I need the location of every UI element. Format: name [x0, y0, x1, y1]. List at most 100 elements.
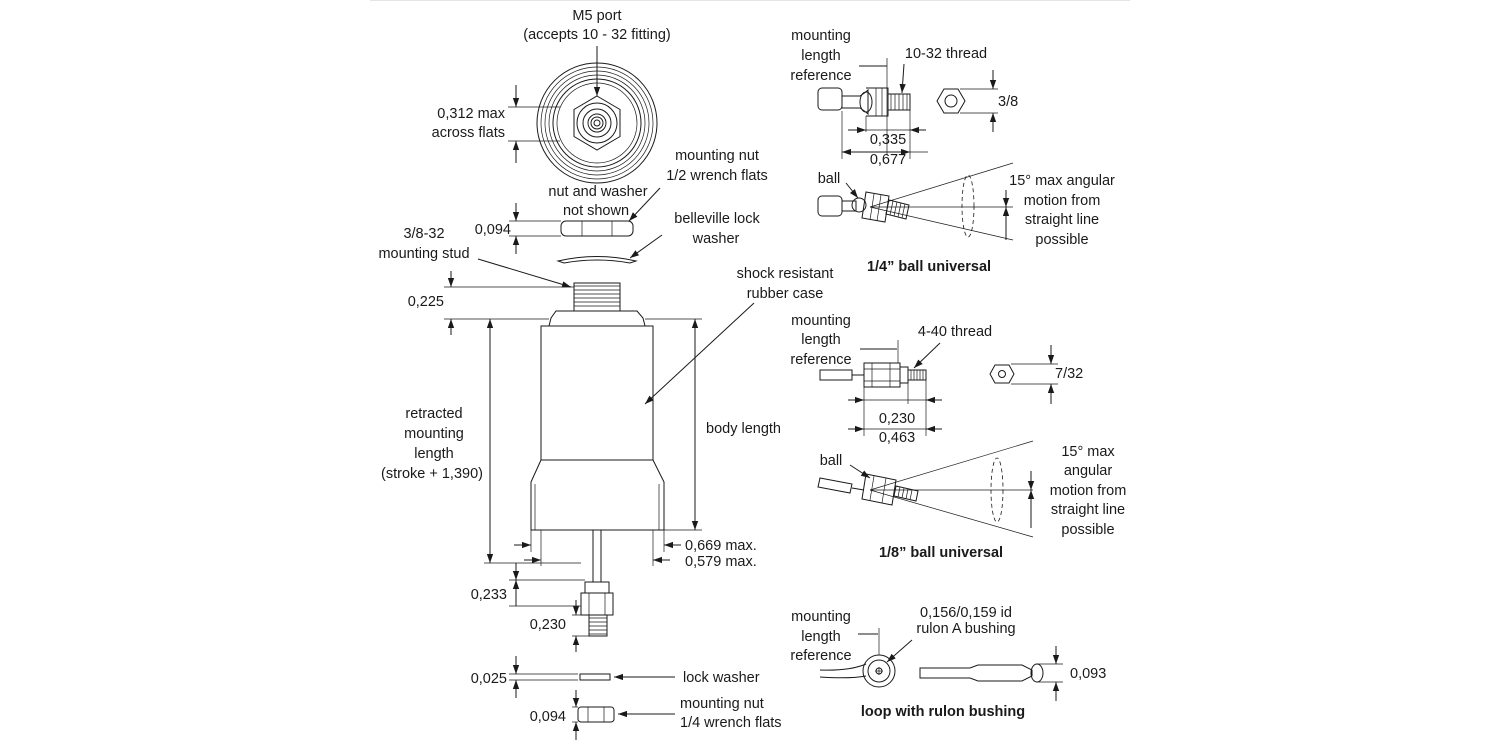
q-angle-line3: straight line [1025, 212, 1099, 228]
q-angle-line2: motion from [1024, 193, 1101, 209]
shock-resistant-label: shock resistant [737, 266, 834, 282]
loop-callout: mounting length reference 0,156/0,159 id… [790, 605, 1015, 664]
l-bushing-label: rulon A bushing [916, 621, 1015, 637]
loop-side-view [819, 654, 896, 688]
mounting-nut-callout: mounting nut 1/2 wrench flats nut and wa… [548, 148, 768, 222]
quarter-ball-title: 1/4” ball universal [867, 259, 991, 275]
dim-0025: 0,025 [471, 671, 507, 687]
q-thread-label: 10-32 thread [905, 46, 987, 62]
quarter-ball-angled-view [817, 162, 1014, 241]
fitting-dimensions: 0,233 0,230 [471, 563, 589, 652]
dim-0094-nut: 0,094 [475, 222, 511, 238]
eighth-angle-callout: ball 15° max angular motion from straigh… [820, 444, 1127, 561]
e-angle-line2: angular [1064, 463, 1113, 479]
lock-washer-detail: 0,025 lock washer [471, 656, 760, 698]
e-hex-label: 7/32 [1055, 366, 1083, 382]
l-id-label: 0,156/0,159 id [920, 605, 1012, 621]
rod-end-fitting [580, 581, 614, 637]
m5-port-label: M5 port [572, 8, 621, 24]
half-wrench-flats-label: 1/2 wrench flats [666, 168, 768, 184]
m5-port-callout: M5 port (accepts 10 - 32 fitting) [523, 8, 671, 96]
retracted-label: retracted [405, 406, 462, 422]
l-reference-label: reference [790, 648, 851, 664]
across-flats-label: across flats [432, 125, 505, 141]
e-angle-line3: motion from [1050, 483, 1127, 499]
q-reference-label: reference [790, 68, 851, 84]
dim-0579-max: 0,579 max. [685, 554, 757, 570]
dim-0233: 0,233 [471, 587, 507, 603]
e-angle-line1: 15° max [1061, 444, 1115, 460]
e-length-label: length [801, 332, 841, 348]
mounting-stud-label: mounting stud [378, 246, 469, 262]
quarter-ball-side-view [817, 87, 911, 117]
nut-and-washer-label: nut and washer [548, 184, 647, 200]
retracted-length-dimension: retracted mounting length (stroke + 1,39… [381, 319, 581, 564]
eighth-ball-angled-view [817, 440, 1035, 538]
accepts-fitting-label: (accepts 10 - 32 fitting) [523, 27, 671, 43]
q-dim-0677: 0,677 [870, 152, 906, 168]
e-angle-line5: possible [1061, 522, 1114, 538]
e-ball-label: ball [820, 453, 843, 469]
rubber-case-label: rubber case [747, 286, 824, 302]
quarter-hex-end: 3/8 [936, 70, 1018, 132]
stud-thread-label: 3/8-32 [403, 226, 444, 242]
belleville-lock-label: belleville lock [674, 211, 760, 227]
e-thread-label: 4-40 thread [918, 324, 992, 340]
q-length-label: length [801, 48, 841, 64]
washer-label: washer [692, 231, 740, 247]
small-nut-detail: 0,094 mounting nut 1/4 wrench flats [530, 690, 782, 740]
quarter-ball-callout: mounting length reference 10-32 thread [790, 28, 987, 155]
eighth-hex-end: 7/32 [989, 345, 1083, 404]
q-angle-line1: 15° max angular [1009, 173, 1115, 189]
belleville-callout: belleville lock washer [629, 211, 760, 259]
l-dim-0093: 0,093 [1070, 666, 1106, 682]
l-length-label: length [801, 629, 841, 645]
retracted-length-label: length [414, 446, 454, 462]
not-shown-label: not shown [563, 203, 629, 219]
diameter-dimensions: 0,669 max. 0,579 max. [514, 530, 757, 570]
quarter-length-dimensions: 0,335 0,677 [841, 110, 928, 168]
across-flats-dimension: 0,312 max across flats [432, 85, 560, 163]
shock-resistant-callout: shock resistant rubber case [644, 266, 834, 405]
eighth-ball-side-view [819, 362, 927, 388]
dim-0225: 0,225 [408, 294, 444, 310]
mounting-stud [573, 282, 621, 312]
dim-0669-max: 0,669 max. [685, 538, 757, 554]
q-angle-line4: possible [1035, 232, 1088, 248]
belleville-washer [556, 256, 638, 264]
e-dim-0463: 0,463 [879, 430, 915, 446]
small-mounting-nut-label: mounting nut [680, 696, 764, 712]
dim-0094-small-nut: 0,094 [530, 709, 566, 725]
dim-0230-fitting: 0,230 [530, 617, 566, 633]
retracted-mounting-label: mounting [404, 426, 464, 442]
eighth-length-dimensions: 0,230 0,463 [848, 380, 942, 446]
e-dim-0230: 0,230 [879, 411, 915, 427]
eighth-ball-title: 1/8” ball universal [879, 545, 1003, 561]
nut-thickness-dimension: 0,094 [475, 203, 561, 254]
dim-0312-max: 0,312 max [437, 106, 505, 122]
lock-washer-label: lock washer [683, 670, 760, 686]
stud-callout: 3/8-32 mounting stud [378, 226, 572, 288]
stroke-formula-label: (stroke + 1,390) [381, 466, 483, 482]
q-ball-label: ball [818, 171, 841, 187]
l-mounting-label: mounting [791, 609, 851, 625]
body-length-dimension: body length [645, 318, 781, 531]
stud-length-dimension: 0,225 [408, 271, 574, 335]
e-reference-label: reference [790, 352, 851, 368]
mounting-nut-label: mounting nut [675, 148, 759, 164]
quarter-angle-callout: ball 15° max angular motion from straigh… [818, 171, 1115, 275]
quarter-wrench-flats-label: 1/4 wrench flats [680, 715, 782, 731]
e-mounting-label: mounting [791, 313, 851, 329]
sensor-body [530, 310, 665, 582]
loop-title: loop with rulon bushing [861, 704, 1025, 720]
q-dim-0335: 0,335 [870, 132, 906, 148]
q-mounting-label: mounting [791, 28, 851, 44]
loop-top-view: 0,093 [919, 646, 1106, 701]
body-length-label: body length [706, 421, 781, 437]
eighth-ball-callout: mounting length reference 4-40 thread [790, 313, 992, 369]
e-angle-line4: straight line [1051, 502, 1125, 518]
mounting-nut-half-inch [560, 220, 634, 237]
q-hex-label: 3/8 [998, 94, 1018, 110]
